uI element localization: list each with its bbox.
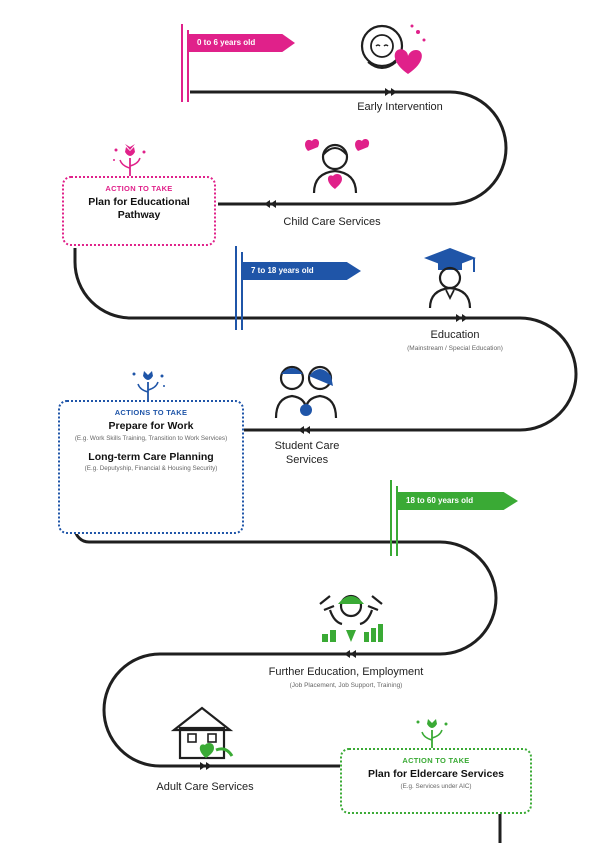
flag-pole-3b [396, 486, 398, 556]
action-title: Plan for Eldercare Services [368, 768, 504, 780]
education-subtitle: (Mainstream / Special Education) [407, 344, 503, 352]
flower-icon [113, 144, 146, 176]
baby-icon [360, 24, 426, 74]
house-icon [170, 706, 234, 760]
further-education-label: Further Education, Employment (Job Place… [236, 666, 456, 690]
graduate-icon [424, 248, 476, 309]
action-box-eldercare: ACTION TO TAKE Plan for Eldercare Servic… [340, 748, 532, 814]
action-header: ACTION TO TAKE [402, 756, 470, 765]
action-box-work: ACTIONS TO TAKE Prepare for Work (E.g. W… [58, 400, 244, 534]
action-detail-care: (E.g. Deputyship, Financial & Housing Se… [84, 465, 218, 473]
students-icon [274, 365, 338, 419]
flag-pole-2 [235, 246, 237, 330]
action-header: ACTIONS TO TAKE [114, 408, 188, 417]
worker-icon [319, 594, 383, 642]
flag-pole-3 [390, 480, 392, 556]
early-intervention-label: Early Intervention [357, 101, 443, 113]
action-box-educational: ACTION TO TAKE Plan for Educational Path… [62, 176, 216, 246]
action-detail: (E.g. Services under AIC) [400, 782, 472, 790]
flag-pole-1 [181, 24, 183, 102]
caregiver-icon [305, 139, 370, 194]
flag-pole-1b [187, 30, 189, 102]
path-arrows [200, 88, 468, 770]
education-title: Education [430, 329, 480, 341]
student-care-line1: Student Care [274, 440, 340, 452]
action-title-care: Long-term Care Planning [88, 450, 214, 463]
flower-icon [416, 719, 448, 748]
age-flag-18-60: 18 to 60 years old [398, 492, 518, 510]
age-flag-0-6: 0 to 6 years old [189, 34, 295, 52]
age-flag-7-18: 7 to 18 years old [243, 262, 361, 280]
student-care-line2: Services [285, 453, 329, 466]
student-care-label: Student Care Services [252, 440, 362, 468]
education-label: Education (Mainstream / Special Educatio… [380, 329, 530, 353]
action-detail-work: (E.g. Work Skills Training, Transition t… [74, 434, 228, 442]
action-header: ACTION TO TAKE [105, 184, 173, 193]
adult-care-label: Adult Care Services [156, 781, 254, 793]
further-education-title: Further Education, Employment [268, 666, 424, 678]
further-education-subtitle: (Job Placement, Job Support, Training) [289, 681, 403, 689]
action-title-work: Prepare for Work [108, 420, 194, 432]
child-care-label: Child Care Services [283, 216, 381, 228]
flag-pole-2b [241, 252, 243, 330]
flower-icon [132, 371, 165, 400]
action-title: Plan for Educational Pathway [88, 196, 190, 221]
